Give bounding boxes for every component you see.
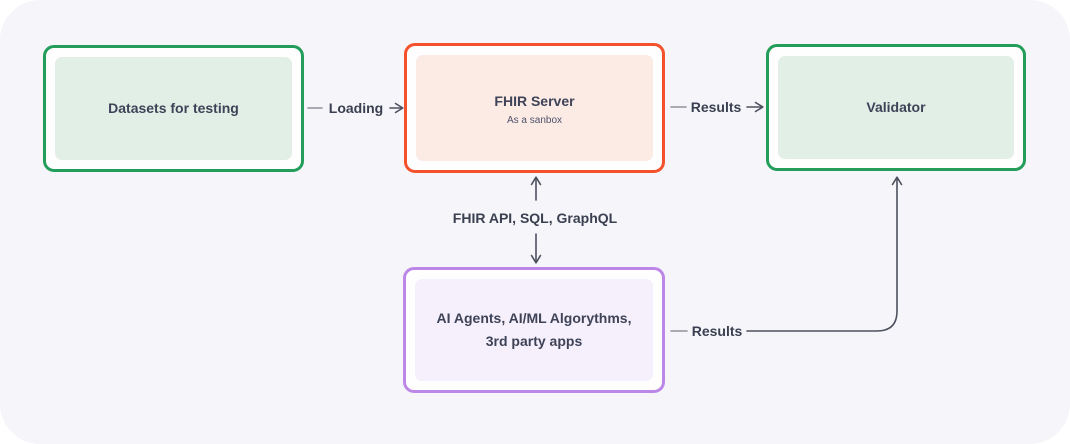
- edge-label-results-top: Results: [690, 99, 742, 115]
- node-fhir-server: FHIR Server As a sanbox: [404, 43, 665, 173]
- edge-label-results-bottom: Results: [691, 323, 743, 339]
- node-validator-panel: Validator: [778, 56, 1014, 159]
- node-datasets-title: Datasets for testing: [108, 100, 239, 116]
- node-datasets-for-testing: Datasets for testing: [43, 45, 304, 172]
- node-fhir-server-subtitle: As a sanbox: [506, 115, 563, 126]
- results-top-arrowhead-icon: [754, 101, 764, 113]
- loading-arrowhead-icon: [394, 102, 404, 114]
- node-validator-title: Validator: [866, 99, 926, 115]
- node-validator: Validator: [766, 44, 1026, 171]
- results-bottom-curve-line: [746, 178, 898, 332]
- node-ai-agents-title-line2: 3rd party apps: [485, 333, 583, 349]
- results-bottom-arrowhead-icon: [891, 176, 903, 186]
- node-fhir-server-panel: FHIR Server As a sanbox: [416, 55, 653, 161]
- edge-label-loading: Loading: [328, 100, 384, 116]
- node-ai-agents-panel: AI Agents, AI/ML Algorythms, 3rd party a…: [415, 279, 653, 381]
- api-down-arrowhead-icon: [530, 254, 542, 264]
- node-ai-agents: AI Agents, AI/ML Algorythms, 3rd party a…: [403, 267, 665, 393]
- api-up-arrowhead-icon: [530, 176, 542, 186]
- node-ai-agents-title: AI Agents, AI/ML Algorythms, 3rd party a…: [437, 307, 632, 353]
- edge-label-fhir-api: FHIR API, SQL, GraphQL: [452, 210, 618, 226]
- node-fhir-server-title: FHIR Server: [494, 93, 575, 109]
- node-ai-agents-title-line1: AI Agents, AI/ML Algorythms,: [436, 310, 632, 326]
- node-datasets-panel: Datasets for testing: [55, 57, 292, 160]
